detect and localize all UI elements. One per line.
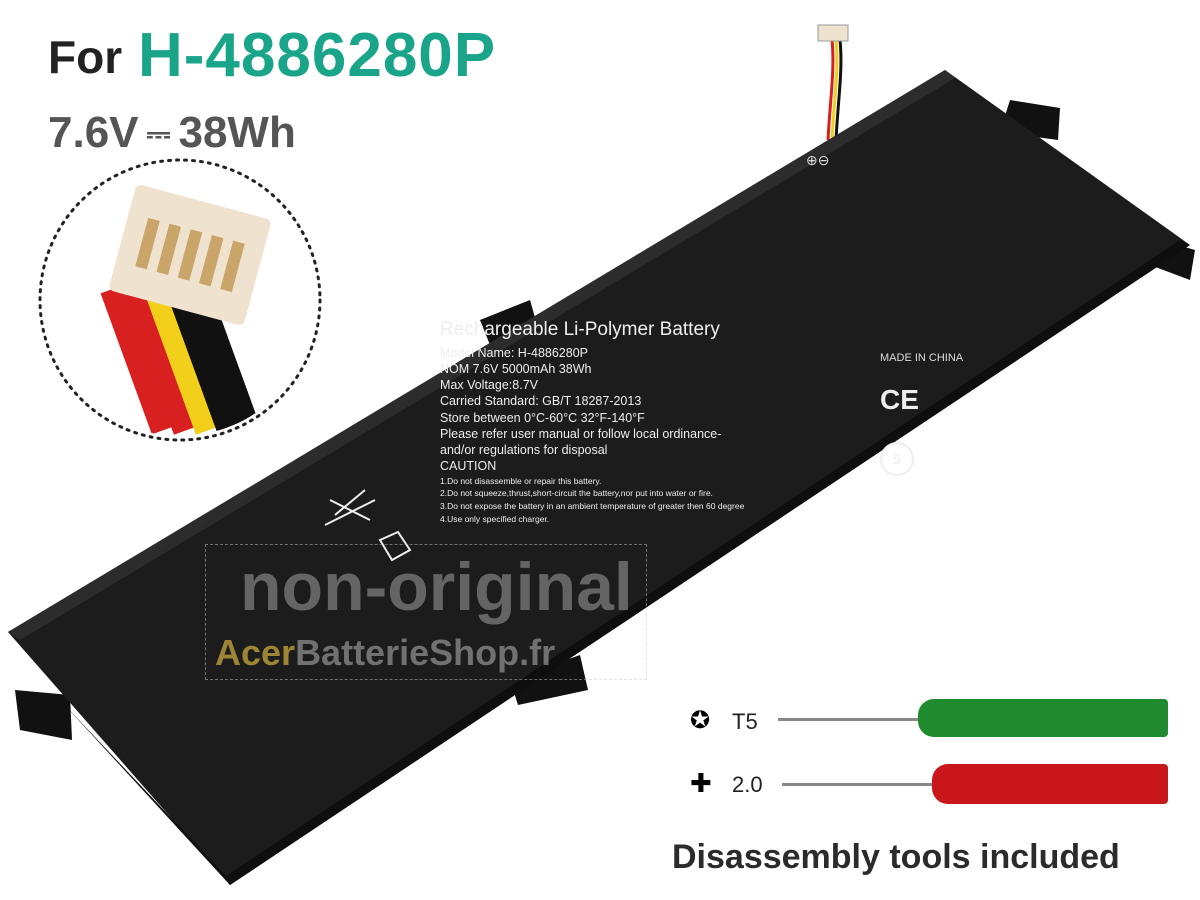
recycle-number: 5 (893, 451, 901, 467)
made-in: MADE IN CHINA (880, 352, 964, 364)
caution-line: 1.Do not disassemble or repair this batt… (440, 475, 602, 486)
label-line: Please refer user manual or follow local… (440, 426, 722, 441)
battery-label: Rechargeable Li-Polymer Battery Model Na… (440, 318, 744, 526)
label-line: Store between 0°C-60°C 32°F-140°F (440, 410, 645, 425)
connector-closeup (38, 158, 322, 442)
polarity: ⊕⊖ (806, 152, 830, 168)
watermark-brand: Acer (215, 632, 296, 673)
screwdriver-green (918, 699, 1168, 737)
recycle-5-icon (880, 442, 914, 476)
phillips-icon: ✚ (690, 768, 712, 798)
battery-body (8, 70, 1190, 885)
watermark-site: AcerBatterieShop.fr (215, 632, 555, 674)
recycle-icon (378, 530, 412, 562)
mounting-tabs (15, 100, 1195, 740)
watermark-text: non-original (240, 549, 633, 625)
tool-label: 2.0 (732, 772, 763, 797)
voltage: 7.6V (48, 108, 139, 157)
caution-line: 2.Do not squeeze,thrust,short-circuit th… (440, 488, 713, 499)
label-line: and/or regulations for disposal (440, 443, 608, 458)
energy: 38Wh (178, 108, 296, 157)
for-label: For (48, 31, 123, 83)
label-line: Carried Standard: GB/T 18287-2013 (440, 394, 642, 409)
label-line: Max Voltage:8.7V (440, 378, 538, 393)
ce-mark: CE (880, 384, 919, 415)
tools-caption: Disassembly tools included (672, 838, 1120, 876)
weee-bin-icon (324, 489, 376, 526)
label-line: NOM 7.6V 5000mAh 38Wh (440, 361, 592, 376)
caution-title: CAUTION (440, 459, 497, 474)
caution-line: 3.Do not expose the battery in an ambien… (440, 501, 745, 512)
label-line: Model Name: H-4886280P (440, 345, 588, 360)
caution-line: 4.Use only specified charger. (440, 513, 550, 524)
model-number: H-4886280P (138, 21, 497, 90)
tool-label: T5 (732, 709, 758, 734)
battery-spec: 7.6V⎓38Wh (48, 108, 296, 158)
screwdriver-red (932, 764, 1168, 804)
watermark-domain: BatterieShop.fr (295, 632, 556, 673)
dc-symbol-icon: ⎓ (146, 118, 171, 152)
label-title: Rechargeable Li-Polymer Battery (440, 319, 720, 340)
torx-icon: ✪ (690, 707, 711, 734)
watermark-box (205, 544, 647, 680)
